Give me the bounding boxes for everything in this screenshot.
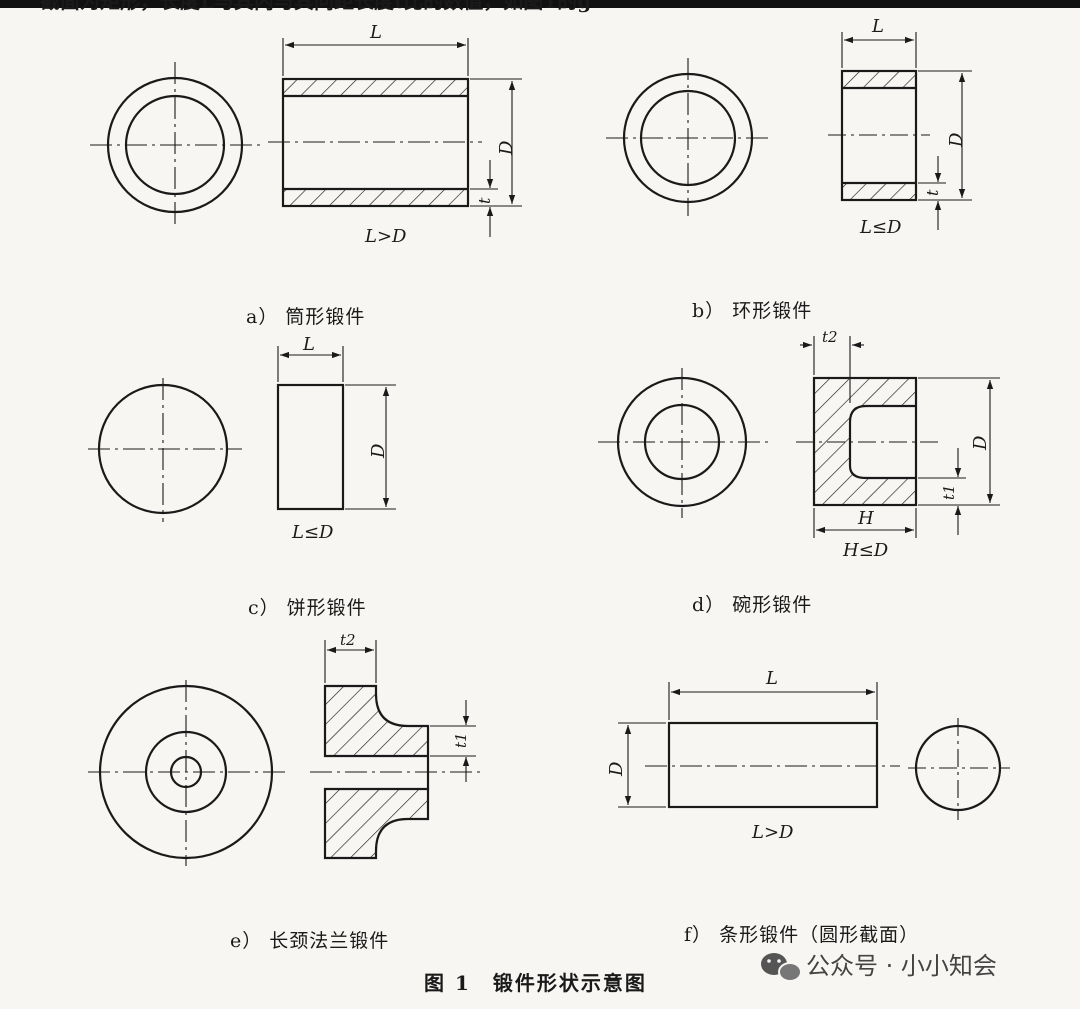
panel-a-end-view [90, 62, 262, 228]
panel-b-end-view [606, 58, 772, 216]
panel-d-caption: d） 碗形锻件 [692, 594, 812, 616]
panel-d-section-view [796, 376, 940, 507]
panel-f-bar-forging [618, 682, 1010, 820]
panel-b-ring-forging [606, 32, 972, 230]
panel-a-tube-forging [90, 38, 522, 237]
panel-d-dimensions [800, 336, 1000, 538]
panel-b-dim-t: t [923, 189, 942, 196]
watermark: 公众号 · 小小知会 [761, 952, 997, 982]
panel-d-end-view [598, 368, 768, 518]
panel-c-caption: c） 饼形锻件 [248, 597, 367, 619]
panel-f-caption: f） 条形锻件（圆形截面） [684, 924, 919, 946]
panel-f-dim-D: D [606, 761, 627, 777]
panel-b-caption: b） 环形锻件 [692, 300, 812, 322]
figure-title: 图 1 锻件形状示意图 [424, 971, 647, 995]
watermark-text: 公众号 · 小小知会 [806, 952, 997, 980]
panel-e-dimensions [324, 640, 476, 782]
header-text: 截面为矩形，长度L与其内与其问距长度t比的数值，如图1的g [40, 0, 591, 13]
panel-a-dim-L: L [369, 22, 382, 43]
panel-e-caption: e） 长颈法兰锻件 [230, 930, 389, 952]
panel-a-dimensions [282, 38, 522, 237]
panel-f-dimensions [618, 682, 878, 808]
panel-c-condition: L≤D [291, 522, 334, 543]
panel-a-side-view [268, 77, 482, 208]
panel-e-long-neck-flange-forging [88, 640, 480, 866]
panel-e-dim-t1: t1 [452, 732, 470, 748]
panel-b-dim-L: L [871, 16, 884, 37]
panel-b-side-view [828, 69, 930, 202]
wechat-icon [761, 953, 802, 982]
panel-d-condition: H≤D [842, 540, 889, 561]
panel-e-dim-t2: t2 [340, 631, 356, 649]
panel-f-condition: L>D [751, 822, 794, 843]
panel-d-dim-t1: t1 [940, 484, 958, 500]
panel-b-condition: L≤D [859, 217, 902, 238]
panel-e-section-view [310, 684, 480, 860]
panel-e-end-view [88, 680, 286, 866]
panel-f-dim-L: L [765, 668, 778, 689]
panel-d-dim-t2: t2 [822, 328, 838, 346]
panel-b-dimensions [841, 32, 972, 230]
panel-c-dimensions [277, 346, 396, 510]
panel-b-dim-D: D [946, 132, 967, 148]
panel-f-cross-section [908, 718, 1010, 820]
panel-c-dim-L: L [302, 334, 315, 355]
panel-d-dim-H: H [857, 508, 874, 529]
panel-c-dim-D: D [368, 443, 389, 459]
panel-a-condition: L>D [364, 226, 407, 247]
panel-c-end-view [88, 378, 242, 522]
panel-a-caption: a） 筒形锻件 [246, 306, 365, 328]
panel-d-dim-D: D [970, 435, 991, 451]
panel-f-side-view [645, 721, 900, 809]
header-bar [0, 0, 1080, 8]
panel-a-dim-D: D [496, 140, 517, 156]
panel-d-bowl-forging [598, 336, 1000, 538]
panel-c-side-view [276, 383, 345, 511]
panel-c-disc-forging [88, 346, 396, 522]
panel-a-dim-t: t [475, 197, 494, 204]
